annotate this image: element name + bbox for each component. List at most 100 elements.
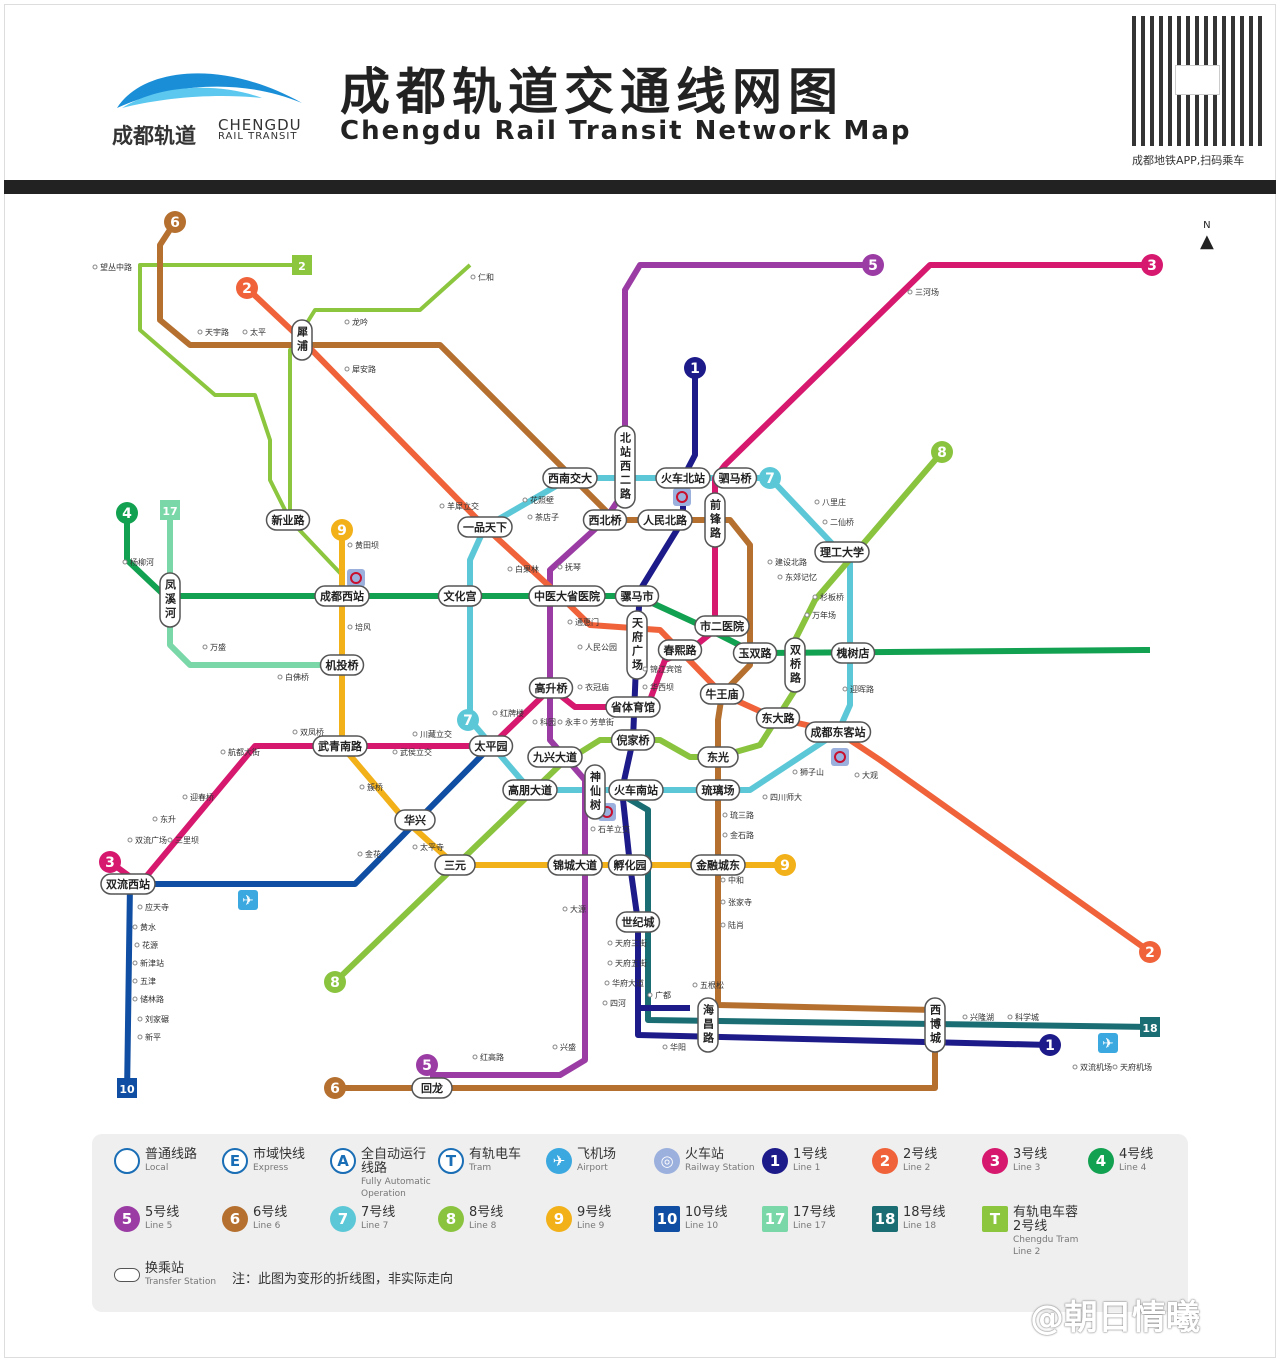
station-label[interactable]: 大观 (862, 770, 878, 780)
transfer-station-marker[interactable] (314, 585, 370, 607)
transfer-station-label[interactable]: 一品天下 (463, 521, 507, 534)
transfer-station-label[interactable]: 孵化园 (614, 858, 647, 872)
station-label[interactable]: 培风 (355, 622, 371, 632)
station-dot[interactable] (202, 644, 208, 650)
station-dot[interactable] (522, 497, 528, 503)
transfer-station-label[interactable]: 西博城 (929, 1004, 942, 1046)
transfer-station-label[interactable]: 中医大省医院 (534, 589, 600, 603)
transfer-station-marker[interactable] (319, 654, 365, 676)
station-dot[interactable] (607, 940, 613, 946)
station-dot[interactable] (532, 719, 538, 725)
station-dot[interactable] (777, 574, 783, 580)
transfer-station-label[interactable]: 文化宫 (444, 589, 477, 603)
station-dot[interactable] (762, 794, 768, 800)
station-label[interactable]: 双流机场 (1080, 1062, 1112, 1072)
transfer-station-marker[interactable] (437, 585, 483, 607)
station-label[interactable]: 天府五街 (615, 958, 647, 968)
transfer-station-label[interactable]: 玉双路 (739, 646, 773, 660)
station-dot[interactable] (642, 684, 648, 690)
transfer-station-marker[interactable] (695, 779, 741, 801)
line-badge-line3[interactable]: 3 (105, 855, 115, 871)
line-badge-line6[interactable]: 6 (330, 1081, 340, 1097)
transfer-station-marker[interactable] (614, 585, 660, 607)
line-badge-line8[interactable]: 8 (330, 975, 340, 991)
station-label[interactable]: 杨柳河 (130, 557, 154, 567)
station-dot[interactable] (137, 1016, 143, 1022)
station-dot[interactable] (812, 594, 818, 600)
station-label[interactable]: 金石路 (730, 830, 754, 840)
transfer-station-label[interactable]: 西南交大 (548, 471, 592, 485)
station-dot[interactable] (792, 769, 798, 775)
transfer-station-marker[interactable] (528, 677, 574, 699)
station-dot[interactable] (132, 978, 138, 984)
transfer-station-label[interactable]: 理工大学 (820, 545, 864, 559)
line-badge-line9[interactable]: 9 (337, 523, 347, 539)
transfer-station-marker[interactable] (626, 610, 648, 680)
station-label[interactable]: 黄田坝 (355, 540, 379, 550)
station-dot[interactable] (472, 1054, 478, 1060)
station-dot[interactable] (557, 564, 563, 570)
transfer-station-marker[interactable] (697, 997, 719, 1053)
station-dot[interactable] (562, 906, 568, 912)
station-label[interactable]: 人民公园 (585, 643, 617, 652)
transfer-station-label[interactable]: 前锋路 (709, 498, 722, 541)
line-badge-line5[interactable]: 5 (422, 1058, 432, 1074)
line-badge-tram2[interactable]: 2 (298, 260, 306, 273)
line-badge-bg[interactable] (164, 211, 186, 233)
station-dot[interactable] (127, 837, 133, 843)
station-label[interactable]: 三河场 (915, 287, 939, 297)
transfer-station-marker[interactable] (457, 516, 513, 538)
transfer-station-label[interactable]: 武青南路 (318, 739, 363, 753)
transfer-station-marker[interactable] (312, 735, 368, 757)
station-dot[interactable] (92, 264, 98, 270)
transfer-station-marker[interactable] (697, 746, 739, 768)
transfer-station-label[interactable]: 新业路 (272, 513, 306, 527)
station-dot[interactable] (527, 514, 533, 520)
station-dot[interactable] (814, 499, 820, 505)
station-dot[interactable] (842, 686, 848, 692)
transfer-station-label[interactable]: 槐树店 (836, 646, 870, 660)
transfer-station-label[interactable]: 高升桥 (535, 681, 569, 695)
line-badge-line2[interactable]: 2 (242, 281, 252, 297)
station-label[interactable]: 天府机场 (1120, 1062, 1152, 1072)
line-badge-bg[interactable] (416, 1054, 438, 1076)
station-label[interactable]: 红牌楼 (500, 708, 524, 718)
station-label[interactable]: 应天寺 (145, 902, 169, 912)
transfer-station-label[interactable]: 神仙树 (589, 770, 602, 813)
station-dot[interactable] (344, 319, 350, 325)
station-dot[interactable] (152, 816, 158, 822)
line-badge-bg[interactable] (759, 467, 781, 489)
station-dot[interactable] (137, 904, 143, 910)
station-label[interactable]: 航都大街 (228, 747, 260, 757)
station-dot[interactable] (347, 624, 353, 630)
line-badge-line6[interactable]: 6 (170, 215, 180, 231)
transfer-station-marker[interactable] (542, 467, 598, 489)
station-dot[interactable] (720, 877, 726, 883)
transfer-station-marker[interactable] (528, 585, 606, 607)
station-dot[interactable] (854, 772, 860, 778)
transfer-station-label[interactable]: 火车北站 (661, 471, 705, 485)
station-dot[interactable] (507, 566, 513, 572)
station-dot[interactable] (590, 826, 596, 832)
transfer-station-label[interactable]: 三元 (444, 859, 466, 872)
station-dot[interactable] (220, 749, 226, 755)
station-label[interactable]: 芳草街 (590, 717, 614, 727)
station-label[interactable]: 天府三街 (615, 938, 647, 948)
station-dot[interactable] (577, 644, 583, 650)
transfer-station-label[interactable]: 海昌路 (702, 1003, 715, 1046)
transfer-station-label[interactable]: 金融城东 (695, 858, 740, 872)
station-dot[interactable] (392, 749, 398, 755)
station-dot[interactable] (347, 542, 353, 548)
line-badge-line2[interactable]: 2 (1145, 945, 1155, 961)
station-dot[interactable] (582, 719, 588, 725)
station-dot[interactable] (552, 1044, 558, 1050)
station-label[interactable]: 科学城 (1015, 1012, 1039, 1022)
transfer-station-marker[interactable] (755, 707, 801, 729)
station-label[interactable]: 红高路 (480, 1052, 504, 1062)
line-badge-line7[interactable]: 7 (765, 471, 775, 487)
line-badge-bg[interactable] (99, 851, 121, 873)
transfer-station-label[interactable]: 锦城大道 (553, 858, 597, 872)
station-label[interactable]: 五津 (140, 976, 156, 986)
transfer-station-label[interactable]: 世纪城 (622, 915, 655, 929)
transfer-station-marker[interactable] (100, 873, 156, 895)
